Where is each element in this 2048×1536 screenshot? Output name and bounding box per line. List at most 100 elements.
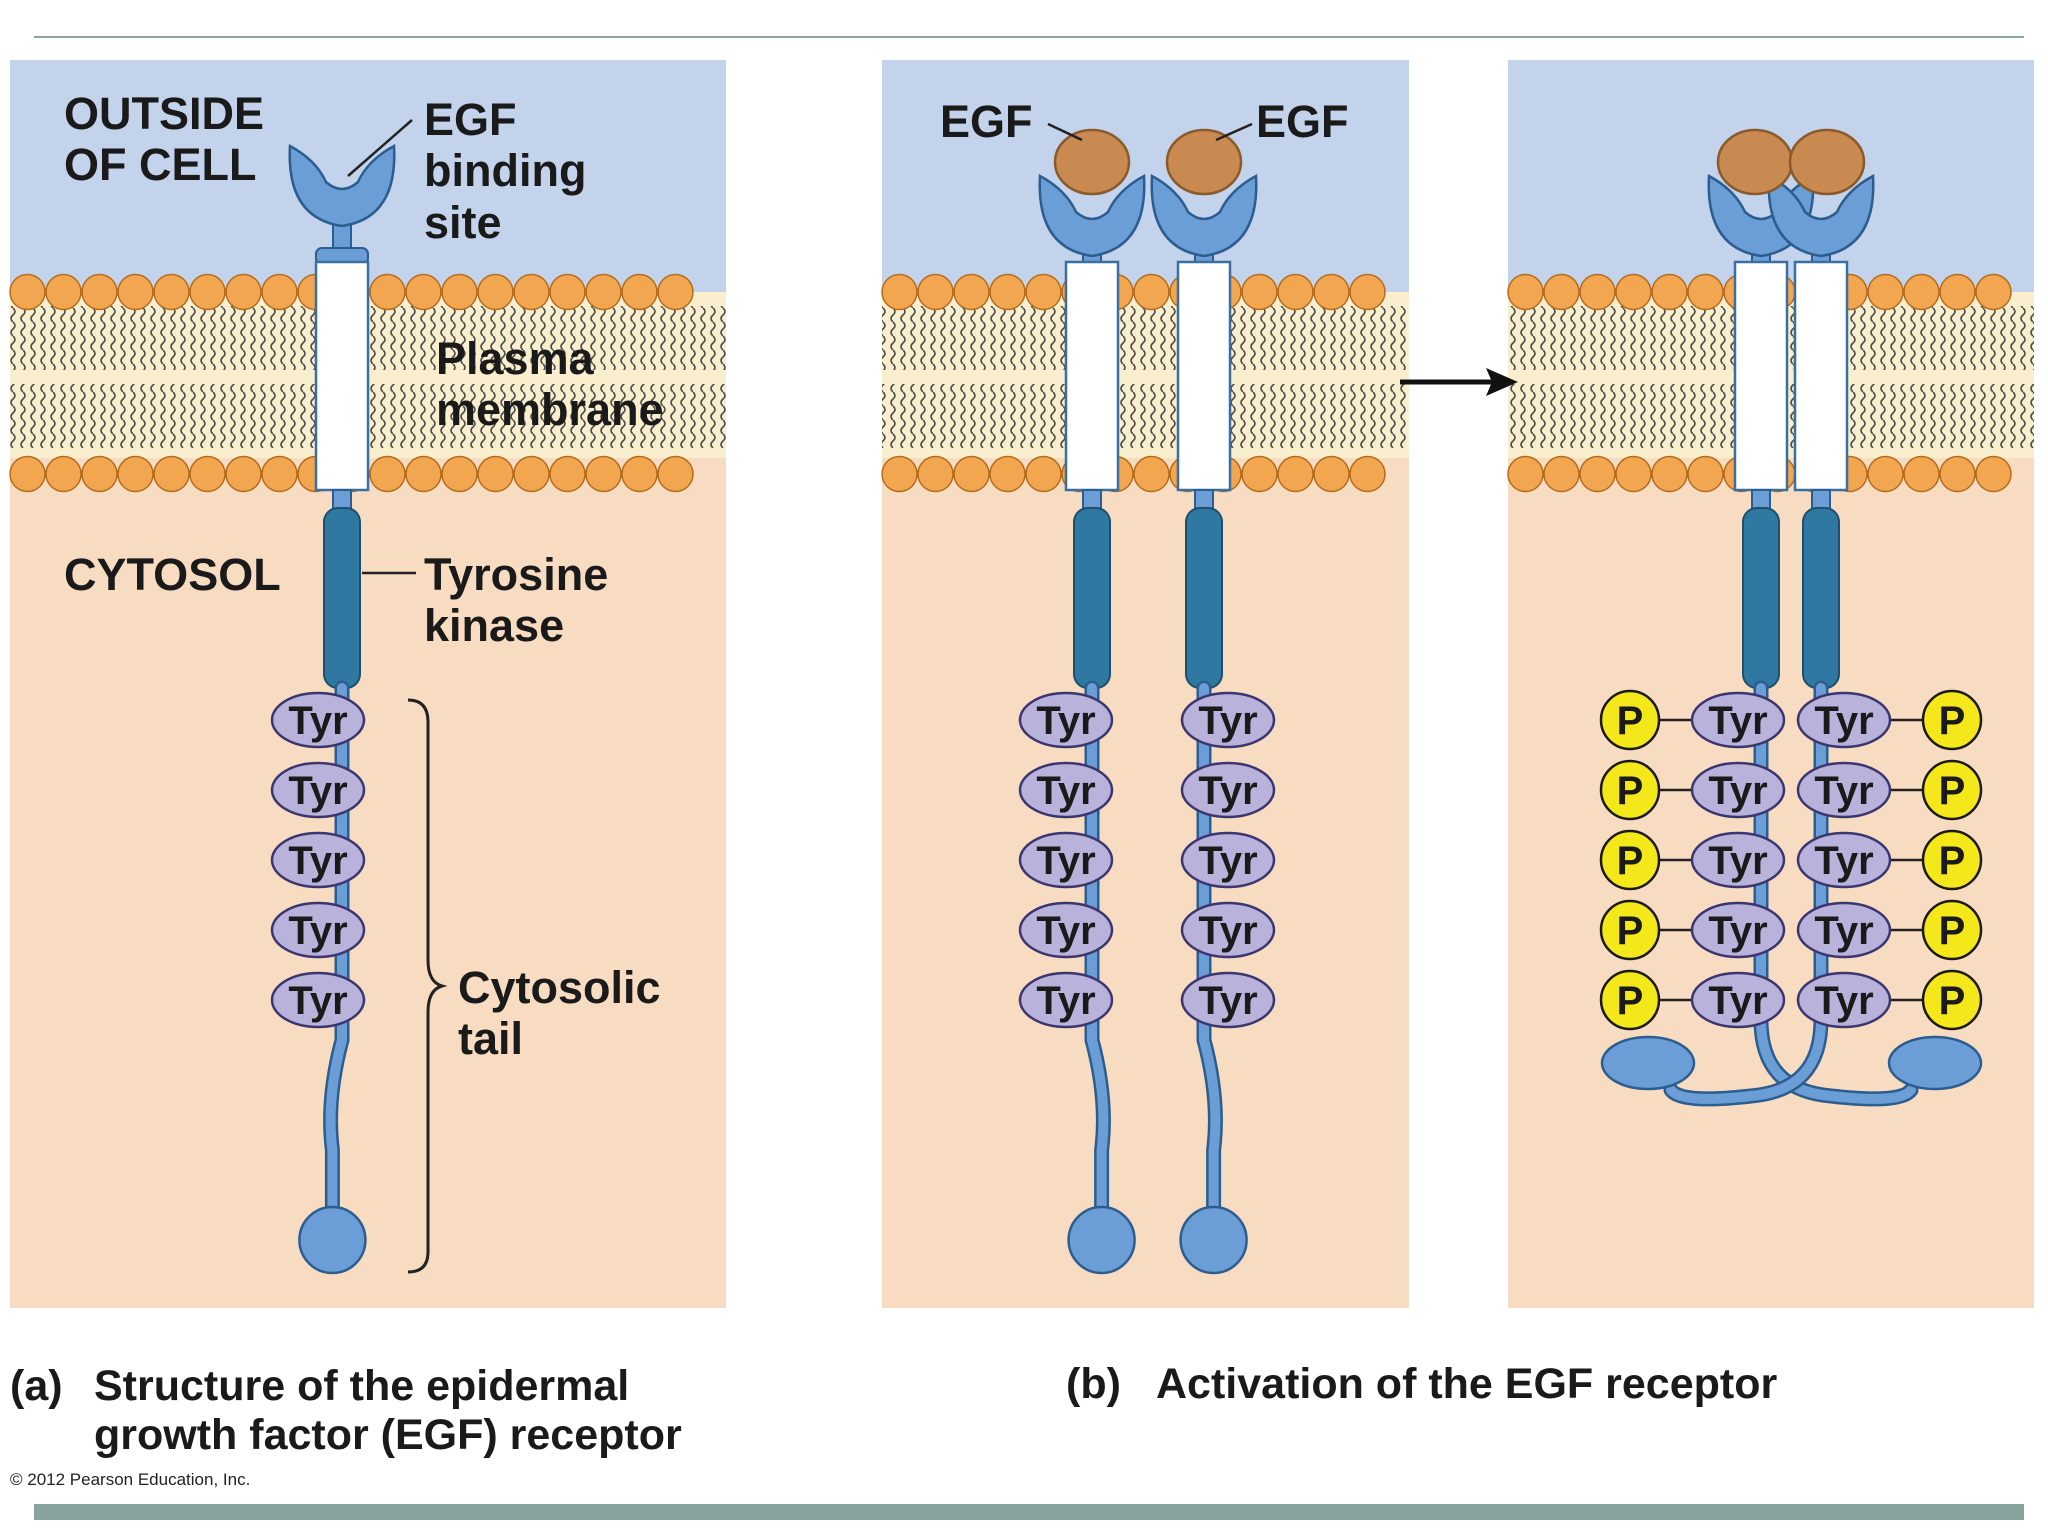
phospholipid-head bbox=[585, 455, 622, 493]
tail-label-line-1: Cytosolic bbox=[458, 962, 661, 1013]
tyr-label: Tyr bbox=[1198, 839, 1257, 883]
phospholipid-head bbox=[1615, 455, 1652, 493]
phosphate-group: P bbox=[1921, 829, 1983, 891]
tyr-ellipse bbox=[270, 971, 366, 1029]
transmembrane-segment bbox=[1733, 260, 1789, 492]
tyrosine-residue: Tyr bbox=[270, 901, 366, 959]
egf-binding-cup bbox=[288, 143, 396, 228]
tyr-ellipse bbox=[1690, 971, 1786, 1029]
phospholipid-head bbox=[1543, 273, 1580, 311]
caption-a-letter: (a) bbox=[10, 1362, 63, 1410]
tyrosine-residue: Tyr bbox=[1796, 971, 1892, 1029]
phospholipid-head bbox=[1277, 455, 1314, 493]
phospholipid-head bbox=[261, 273, 298, 311]
phospholipid-head bbox=[1349, 455, 1386, 493]
tyr-label: Tyr bbox=[1814, 699, 1873, 743]
tyrosine-kinase-label: Tyrosine kinase bbox=[424, 549, 608, 652]
phospholipid-head bbox=[225, 273, 262, 311]
phospholipid-head bbox=[1133, 455, 1170, 493]
phospholipid-head bbox=[45, 455, 82, 493]
phospholipid-head bbox=[81, 273, 118, 311]
phospholipid-head bbox=[441, 273, 478, 311]
tyr-label: Tyr bbox=[1036, 839, 1095, 883]
phospholipid-head bbox=[1867, 273, 1904, 311]
phosphate-group: P bbox=[1599, 759, 1661, 821]
egf-binding-cup bbox=[1038, 173, 1146, 258]
transmembrane-segment bbox=[1793, 260, 1849, 492]
phosphate-circle bbox=[1921, 689, 1983, 751]
tyr-label: Tyr bbox=[1036, 699, 1095, 743]
phospholipid-head bbox=[621, 273, 658, 311]
phospholipid-head bbox=[1615, 273, 1652, 311]
plasma-membrane-label: Plasma membrane bbox=[436, 333, 664, 436]
transmembrane-segment bbox=[314, 260, 370, 492]
phospholipid-head bbox=[881, 455, 918, 493]
tyr-label: Tyr bbox=[1708, 979, 1767, 1023]
phospholipid-head bbox=[117, 273, 154, 311]
phospholipid-head bbox=[225, 455, 262, 493]
tail-terminus bbox=[1067, 1205, 1136, 1275]
phospholipid-head bbox=[1349, 273, 1386, 311]
phospholipid-head bbox=[189, 273, 226, 311]
phosphate-label: P bbox=[1617, 769, 1644, 813]
tyrosine-residue: Tyr bbox=[1690, 761, 1786, 819]
phospholipid-head bbox=[1687, 273, 1724, 311]
caption-b-letter: (b) bbox=[1066, 1360, 1121, 1408]
membrane-label-line-1: Plasma bbox=[436, 333, 594, 384]
egf-right-label: EGF bbox=[1256, 96, 1349, 147]
outside-region-b1 bbox=[882, 60, 1409, 292]
transmembrane-segment bbox=[1064, 260, 1120, 492]
egf-ligand-4 bbox=[1788, 128, 1866, 196]
tail-label-line-2: tail bbox=[458, 1013, 524, 1065]
phospholipid-head bbox=[441, 455, 478, 493]
phosphate-label: P bbox=[1939, 979, 1966, 1023]
phospholipid-head bbox=[1543, 455, 1580, 493]
phosphate-label: P bbox=[1617, 839, 1644, 883]
phospholipid-head bbox=[953, 273, 990, 311]
phospholipid-head bbox=[917, 273, 954, 311]
phospholipid-head bbox=[1903, 273, 1940, 311]
tyr-ellipse bbox=[1796, 901, 1892, 959]
phosphate-group: P bbox=[1921, 899, 1983, 961]
kinase-label-line-1: Tyrosine bbox=[424, 549, 609, 600]
tyrosine-residue: Tyr bbox=[1796, 901, 1892, 959]
phospholipid-head bbox=[989, 273, 1026, 311]
tyrosine-residue: Tyr bbox=[1018, 971, 1114, 1029]
phospholipid-head bbox=[513, 273, 550, 311]
binding-label-line-2: binding bbox=[424, 145, 587, 197]
phospholipid-head bbox=[1241, 273, 1278, 311]
phospholipid-head bbox=[657, 455, 694, 493]
tyr-label: Tyr bbox=[1708, 839, 1767, 883]
kinase-domain bbox=[1073, 507, 1111, 689]
phospholipid-head bbox=[549, 273, 586, 311]
phosphate-group: P bbox=[1599, 899, 1661, 961]
phospholipid-head bbox=[369, 455, 406, 493]
phosphate-label: P bbox=[1939, 769, 1966, 813]
copyright-notice: © 2012 Pearson Education, Inc. bbox=[10, 1470, 251, 1489]
outside-of-cell-label: OUTSIDE OF CELL bbox=[64, 88, 264, 191]
kinase-domain bbox=[1185, 507, 1223, 689]
egf-left-leader bbox=[1047, 122, 1083, 142]
tyr-label: Tyr bbox=[1708, 769, 1767, 813]
cytosolic-tail bbox=[325, 683, 347, 1220]
tyr-ellipse bbox=[1690, 901, 1786, 959]
caption-a-line-1: Structure of the epidermal bbox=[94, 1362, 630, 1410]
tyr-ellipse bbox=[1796, 971, 1892, 1029]
tyrosine-residue: Tyr bbox=[1690, 691, 1786, 749]
tyrosine-residue: Tyr bbox=[1180, 831, 1276, 889]
tyr-label: Tyr bbox=[1814, 769, 1873, 813]
cytosol-region-a bbox=[10, 458, 726, 1308]
phospholipid-head bbox=[189, 455, 226, 493]
tyr-label: Tyr bbox=[1036, 979, 1095, 1023]
phospholipid-head bbox=[513, 455, 550, 493]
phospholipid-head bbox=[1939, 455, 1976, 493]
phospholipid-head bbox=[1507, 455, 1544, 493]
tyr-label: Tyr bbox=[1036, 909, 1095, 953]
binding-site-leader bbox=[347, 119, 413, 177]
phospholipid-head bbox=[953, 455, 990, 493]
tyr-label: Tyr bbox=[1814, 839, 1873, 883]
binding-label-line-3: site bbox=[424, 196, 502, 248]
tail-terminus-left bbox=[1600, 1035, 1696, 1091]
tyrosine-residue: Tyr bbox=[1796, 761, 1892, 819]
phospholipid-head bbox=[1651, 455, 1688, 493]
